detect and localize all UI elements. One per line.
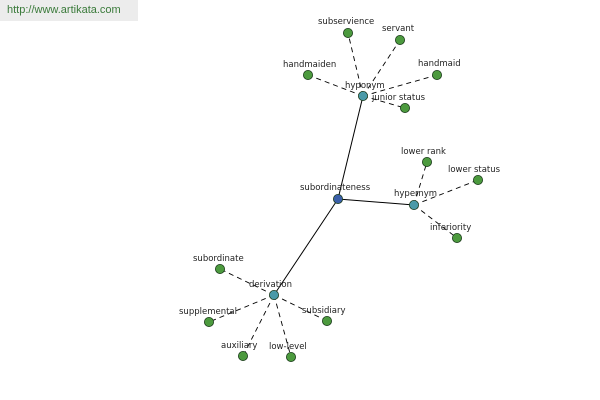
node-servant[interactable]: [394, 35, 405, 46]
label-supplemental[interactable]: supplemental: [179, 307, 237, 317]
node-low-level[interactable]: [285, 351, 296, 362]
label-servant[interactable]: servant: [382, 24, 415, 34]
label-low-level[interactable]: low-level: [269, 342, 307, 352]
label-handmaid[interactable]: handmaid: [418, 59, 461, 69]
node-lower-rank[interactable]: [421, 156, 432, 167]
edge-subordinateness-derivation: [273, 198, 339, 296]
label-hypernym[interactable]: hypernym: [394, 189, 437, 199]
label-junior-status[interactable]: junior status: [371, 93, 426, 103]
node-hypernym[interactable]: [408, 199, 419, 210]
node-handmaid[interactable]: [431, 70, 442, 81]
edge-hyponym-servant: [362, 39, 401, 97]
edge-subordinateness-hypernym: [337, 198, 415, 206]
label-subservience[interactable]: subservience: [318, 17, 374, 27]
node-subsidiary[interactable]: [321, 315, 332, 326]
label-derivation[interactable]: derivation: [249, 280, 292, 290]
label-subsidiary[interactable]: subsidiary: [302, 306, 346, 316]
label-handmaiden[interactable]: handmaiden: [283, 60, 336, 70]
graph-edges: [208, 32, 479, 358]
label-inferiority[interactable]: inferiority: [430, 223, 471, 233]
edge-hypernym-lower-status: [413, 179, 479, 206]
node-derivation[interactable]: [268, 289, 279, 300]
node-hyponym[interactable]: [357, 91, 368, 102]
label-subordinateness[interactable]: subordinateness: [300, 183, 371, 193]
edge-hyponym-junior-status: [362, 95, 406, 109]
node-lower-status[interactable]: [472, 174, 483, 185]
label-lower-rank[interactable]: lower rank: [401, 147, 446, 157]
edge-derivation-subsidiary: [273, 294, 328, 322]
edge-hyponym-handmaiden: [307, 74, 364, 97]
label-subordinate[interactable]: subordinate: [193, 254, 244, 264]
node-junior-status[interactable]: [399, 103, 410, 114]
node-subservience[interactable]: [342, 27, 353, 38]
site-url-watermark: http://www.artikata.com: [0, 0, 138, 21]
edge-derivation-subordinate: [219, 268, 275, 296]
node-inferiority[interactable]: [451, 232, 462, 243]
label-auxiliary[interactable]: auxiliary: [221, 341, 257, 351]
label-hyponym[interactable]: hyponym: [345, 81, 385, 91]
graph-nodes: [203, 27, 483, 362]
node-handmaiden[interactable]: [302, 70, 313, 81]
node-auxiliary[interactable]: [237, 350, 248, 361]
edge-derivation-low-level: [273, 294, 292, 358]
edge-derivation-supplemental: [208, 294, 275, 323]
graph-labels: subservience servant handmaiden handmaid jun…: [179, 17, 501, 352]
edge-hypernym-lower-rank: [413, 161, 428, 206]
edge-derivation-auxiliary: [242, 294, 275, 357]
edge-hypernym-inferiority: [413, 204, 458, 239]
label-lower-status[interactable]: lower status: [448, 165, 501, 175]
edge-hyponym-handmaid: [362, 74, 438, 97]
node-subordinate[interactable]: [214, 263, 225, 274]
node-subordinateness[interactable]: [332, 193, 343, 204]
edge-hyponym-subservience: [347, 32, 364, 97]
node-supplemental[interactable]: [203, 316, 214, 327]
edge-subordinateness-hyponym: [337, 95, 364, 200]
